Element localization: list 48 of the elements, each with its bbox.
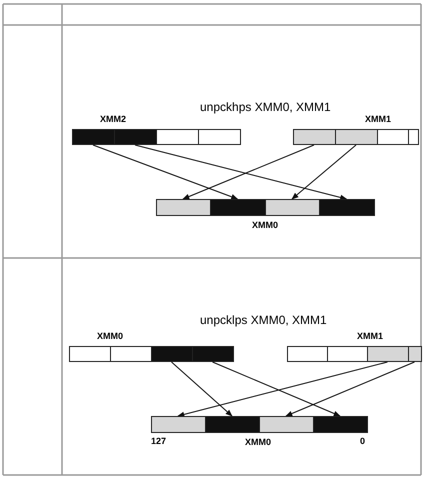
- register-cell: [287, 346, 328, 362]
- arrow: [134, 144, 348, 200]
- instruction-title: unpckhps XMM0, XMM1: [200, 100, 331, 114]
- register-cell: [156, 129, 199, 145]
- register: [72, 114, 240, 145]
- register-cell: [198, 129, 241, 145]
- register-cell: [293, 129, 336, 145]
- register-cell: [327, 346, 368, 362]
- arrow: [177, 362, 388, 418]
- register-cell: [192, 346, 234, 362]
- register: [287, 331, 421, 362]
- register-cell: [151, 416, 206, 433]
- register-cell: [110, 346, 152, 362]
- register-cell: [151, 346, 193, 362]
- arrow: [171, 362, 233, 416]
- register-cell: [210, 199, 266, 216]
- register-name: XMM1: [365, 114, 392, 125]
- arrow: [212, 362, 341, 416]
- register-cell: [265, 199, 320, 216]
- arrow: [182, 144, 314, 200]
- register-cell: [313, 416, 368, 433]
- register-cell: [335, 129, 378, 145]
- instruction-title: unpcklps XMM0, XMM1: [200, 313, 327, 327]
- bit-index: 127: [151, 436, 166, 447]
- register-cell: [72, 129, 115, 145]
- arrow: [285, 362, 415, 416]
- register-cell: [408, 346, 422, 362]
- register-cell: [367, 346, 409, 362]
- register-cell: [377, 129, 409, 145]
- register: [69, 331, 233, 362]
- register-cell: [69, 346, 111, 362]
- bit-index: 0: [360, 436, 366, 447]
- register-cell: [319, 199, 375, 216]
- register-name: XMM2: [100, 114, 126, 125]
- register-name: XMM1: [357, 331, 384, 342]
- register: [156, 199, 374, 231]
- register-name: XMM0: [252, 220, 278, 231]
- arrow: [291, 144, 356, 200]
- register-name: XMM0: [245, 437, 272, 448]
- register-cell: [205, 416, 260, 433]
- arrow: [92, 144, 238, 200]
- register-cell: [156, 199, 211, 216]
- register: [293, 114, 418, 145]
- register-name: XMM0: [97, 331, 124, 342]
- register: [151, 416, 367, 448]
- register-cell: [114, 129, 157, 145]
- register-cell: [408, 129, 419, 145]
- register-cell: [259, 416, 314, 433]
